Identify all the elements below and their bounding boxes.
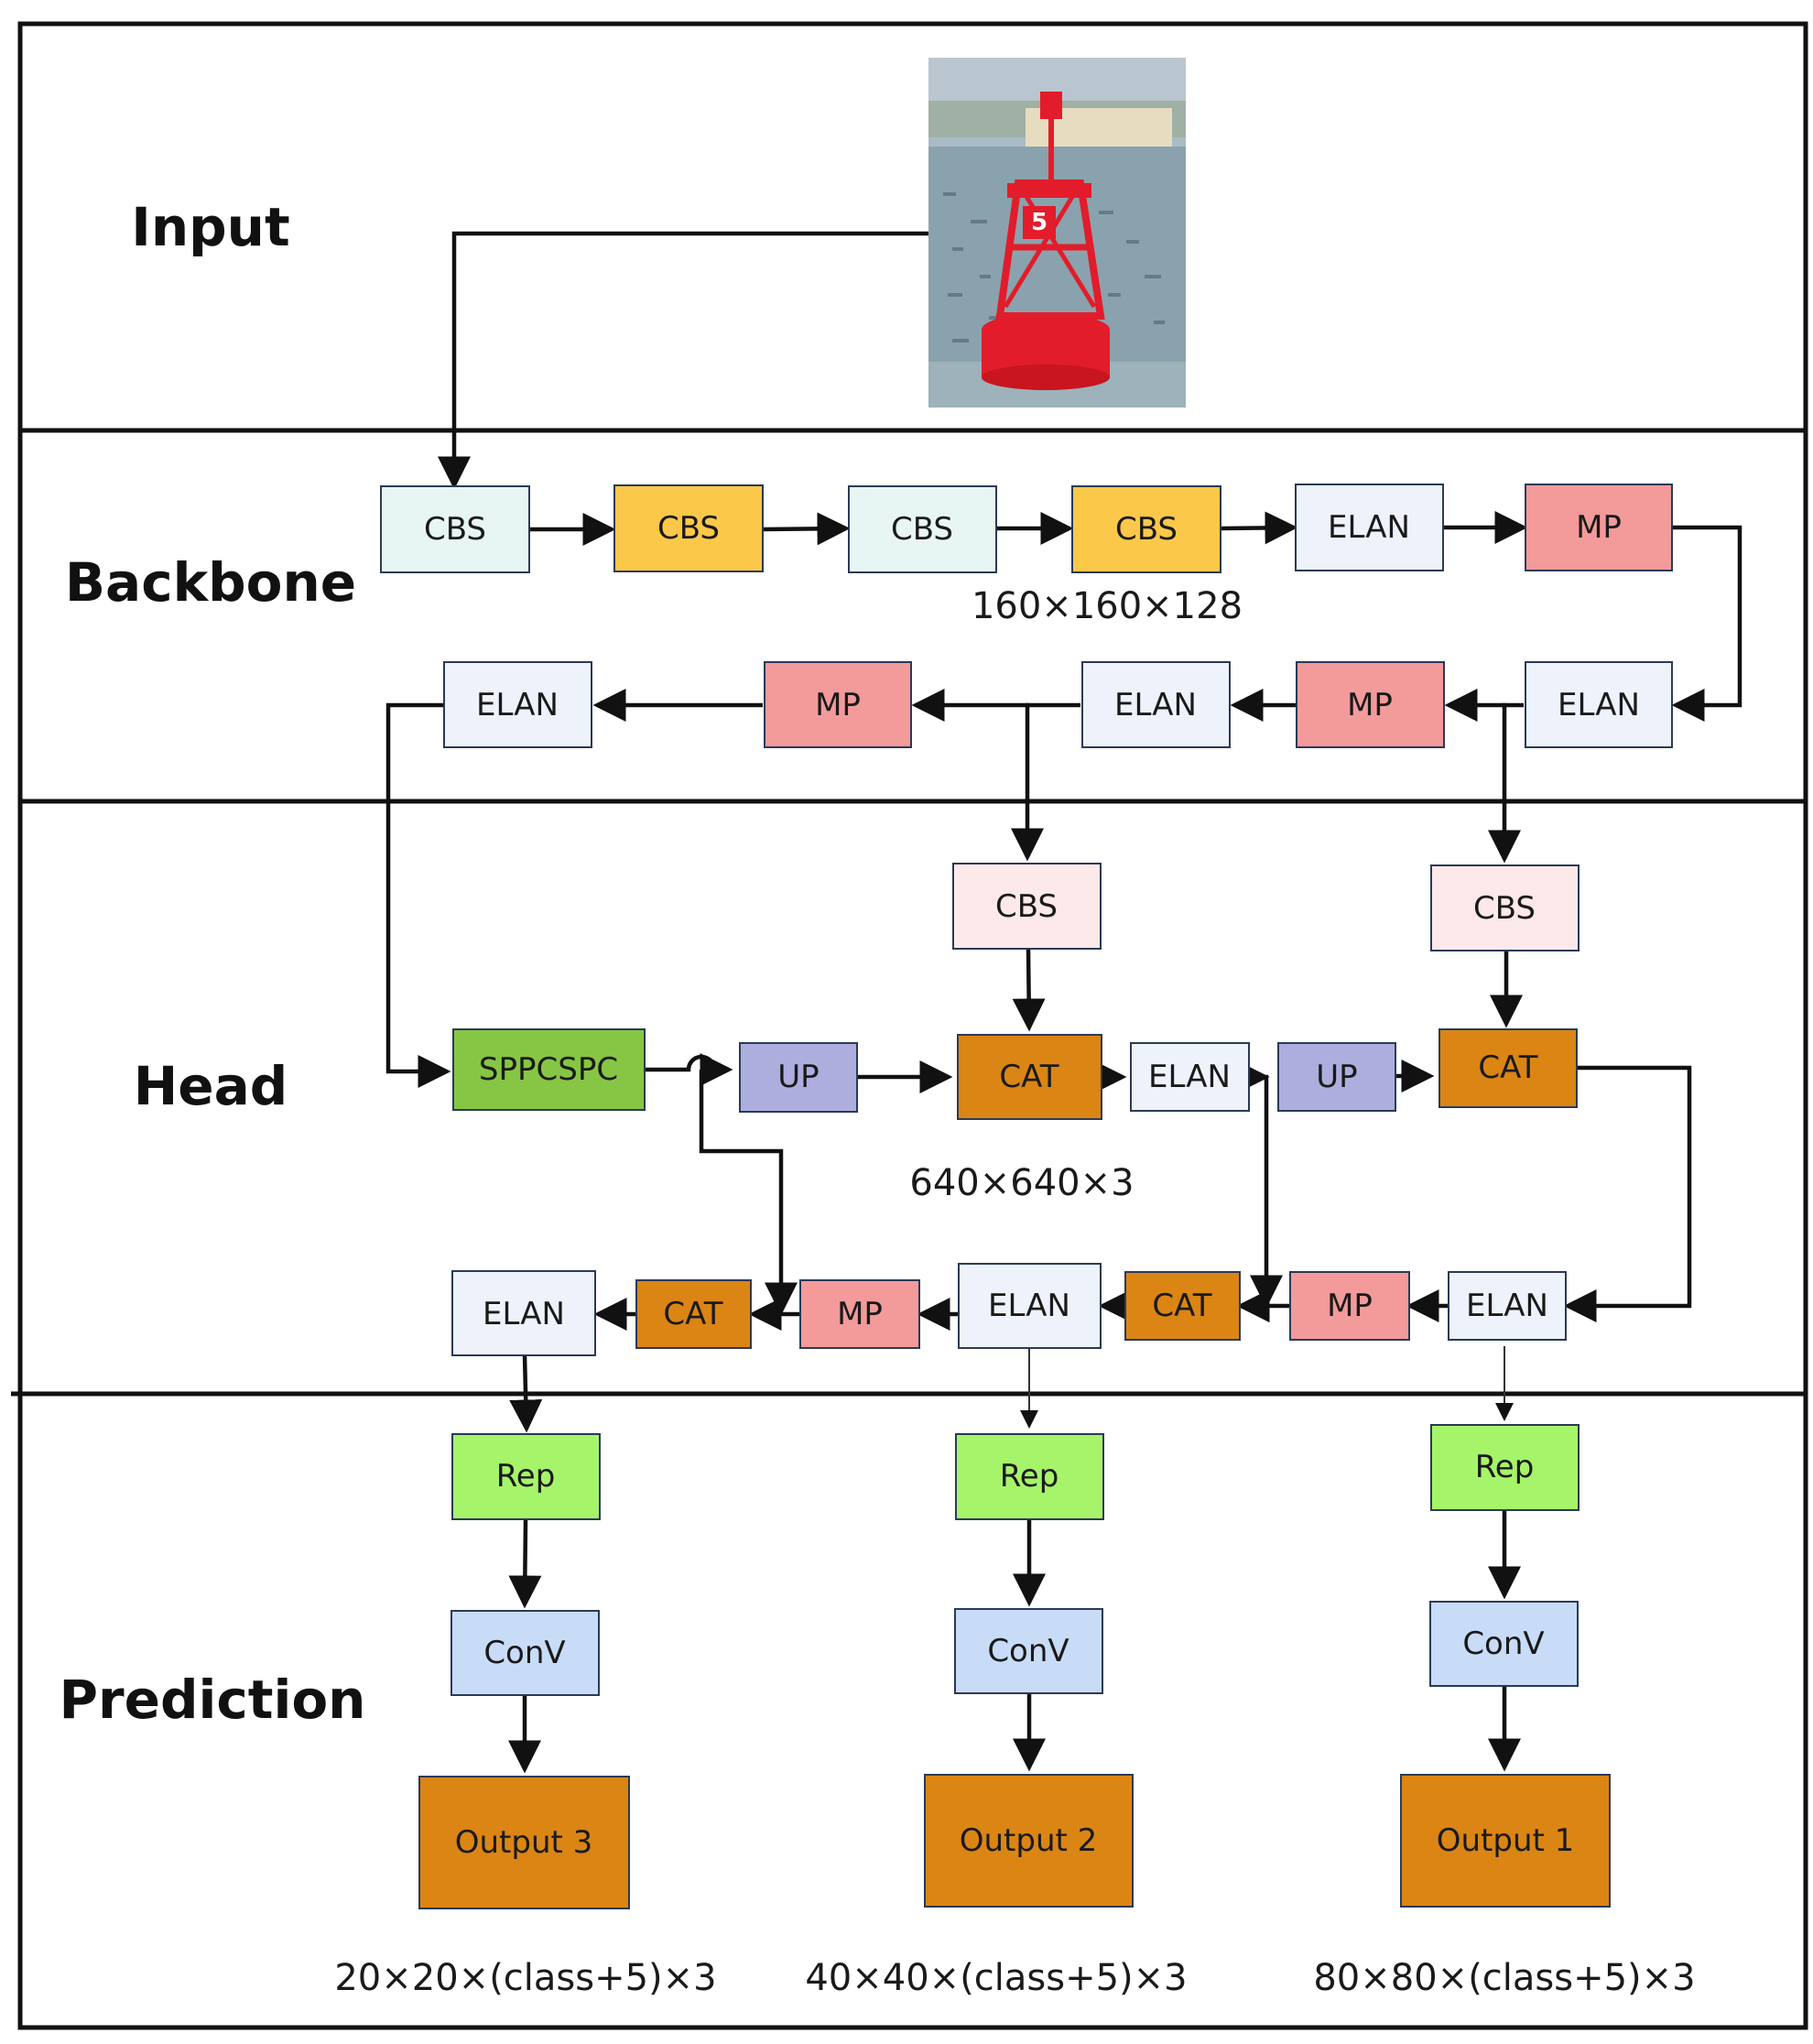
svg-text:Output 3: Output 3	[455, 1824, 593, 1861]
svg-text:MP: MP	[1327, 1288, 1373, 1324]
head-sppcspc-block: SPPCSPC	[452, 1028, 646, 1111]
svg-text:CAT: CAT	[1152, 1288, 1211, 1324]
head-cbs-block-1: CBS	[952, 863, 1102, 950]
svg-text:Output 1: Output 1	[1437, 1822, 1575, 1859]
svg-text:ELAN: ELAN	[1114, 687, 1197, 723]
svg-text:ELAN: ELAN	[483, 1296, 565, 1332]
diagram-frame	[17, 21, 1808, 2030]
svg-text:ConV: ConV	[1462, 1625, 1544, 1662]
backbone-mp-block-1: MP	[1525, 484, 1673, 571]
svg-text:MP: MP	[1576, 509, 1622, 546]
section-label-head: Head	[134, 1055, 288, 1117]
prediction-output-block-3: Output 3	[418, 1776, 630, 1909]
head-cat-block-2: CAT	[1438, 1028, 1578, 1108]
prediction-conv-block-2: ConV	[954, 1608, 1103, 1694]
svg-text:ELAN: ELAN	[1148, 1059, 1231, 1095]
svg-text:CAT: CAT	[1478, 1049, 1537, 1086]
prediction-output-block-2: Output 2	[924, 1774, 1134, 1908]
head-cat-block-b2: CAT	[1124, 1271, 1241, 1341]
svg-text:MP: MP	[1347, 687, 1393, 723]
head-up-block-1: UP	[739, 1042, 858, 1113]
svg-text:ConV: ConV	[987, 1633, 1069, 1669]
prediction-rep-block-2: Rep	[955, 1433, 1104, 1520]
backbone-cbs-block-3: CBS	[848, 485, 997, 573]
svg-text:ELAN: ELAN	[1466, 1288, 1548, 1324]
backbone-elan-block-2: ELAN	[1525, 661, 1673, 748]
head-elan-block-b3: ELAN	[1448, 1271, 1567, 1341]
head-cat-block-b1: CAT	[635, 1279, 752, 1349]
head-cbs-block-2: CBS	[1430, 864, 1580, 951]
svg-text:MP: MP	[815, 687, 861, 723]
dim-label-output-3: 20×20×(class+5)×3	[334, 1957, 716, 1999]
connections	[385, 231, 1742, 1774]
prediction-rep-block-1: Rep	[1430, 1424, 1580, 1511]
dim-label-output-1: 80×80×(class+5)×3	[1313, 1957, 1695, 1999]
svg-text:ELAN: ELAN	[988, 1288, 1070, 1324]
svg-text:CBS: CBS	[424, 511, 486, 548]
prediction-conv-block-1: ConV	[1429, 1601, 1579, 1687]
svg-text:CBS: CBS	[657, 510, 720, 547]
backbone-cbs-block-1: CBS	[380, 485, 530, 573]
prediction-output-block-1: Output 1	[1400, 1774, 1611, 1908]
section-label-prediction: Prediction	[60, 1669, 366, 1731]
prediction-rep-block-3: Rep	[451, 1433, 601, 1520]
section-label-input: Input	[131, 196, 289, 258]
svg-text:UP: UP	[1316, 1059, 1357, 1095]
svg-text:Output 2: Output 2	[960, 1822, 1098, 1859]
svg-text:CBS: CBS	[995, 888, 1058, 925]
head-mp-block-b2: MP	[1289, 1271, 1410, 1341]
svg-text:ELAN: ELAN	[1558, 687, 1640, 723]
head-elan-block-b2: ELAN	[958, 1263, 1102, 1349]
blocks: CBS CBS CBS CBS ELAN MP ELAN MP	[380, 484, 1673, 1909]
svg-text:Rep: Rep	[1475, 1449, 1535, 1485]
svg-text:CBS: CBS	[891, 511, 953, 548]
backbone-cbs-block-4: CBS	[1071, 485, 1221, 573]
head-mp-block-b1: MP	[799, 1279, 920, 1349]
backbone-elan-block-4: ELAN	[443, 661, 592, 748]
backbone-mp-block-3: MP	[764, 661, 912, 748]
svg-text:Rep: Rep	[496, 1458, 556, 1495]
svg-text:ELAN: ELAN	[476, 687, 559, 723]
prediction-conv-block-3: ConV	[451, 1610, 600, 1696]
head-up-block-2: UP	[1277, 1042, 1396, 1112]
svg-text:CBS: CBS	[1115, 511, 1178, 548]
svg-text:MP: MP	[837, 1296, 883, 1332]
backbone-cbs-block-2: CBS	[613, 484, 764, 572]
buoy-number: 5	[1031, 209, 1048, 236]
svg-text:CAT: CAT	[663, 1296, 722, 1332]
dim-label-head: 640×640×3	[909, 1162, 1134, 1204]
svg-text:CAT: CAT	[999, 1059, 1058, 1095]
dim-label-output-2: 40×40×(class+5)×3	[805, 1957, 1187, 1999]
head-elan-block-b1: ELAN	[451, 1270, 596, 1356]
svg-text:Rep: Rep	[1000, 1458, 1059, 1495]
backbone-elan-block-3: ELAN	[1081, 661, 1231, 748]
head-elan-block-1: ELAN	[1130, 1042, 1250, 1112]
backbone-mp-block-2: MP	[1296, 661, 1445, 748]
svg-text:UP: UP	[777, 1059, 819, 1095]
dim-label-backbone: 160×160×128	[972, 585, 1243, 627]
svg-text:SPPCSPC: SPPCSPC	[479, 1051, 618, 1088]
svg-text:ELAN: ELAN	[1328, 509, 1410, 546]
head-cat-block-1: CAT	[957, 1034, 1102, 1120]
section-label-backbone: Backbone	[65, 551, 356, 614]
input-image: 5	[928, 58, 1186, 408]
backbone-elan-block-1: ELAN	[1295, 484, 1444, 571]
svg-text:ConV: ConV	[483, 1635, 565, 1671]
svg-text:CBS: CBS	[1473, 890, 1536, 927]
